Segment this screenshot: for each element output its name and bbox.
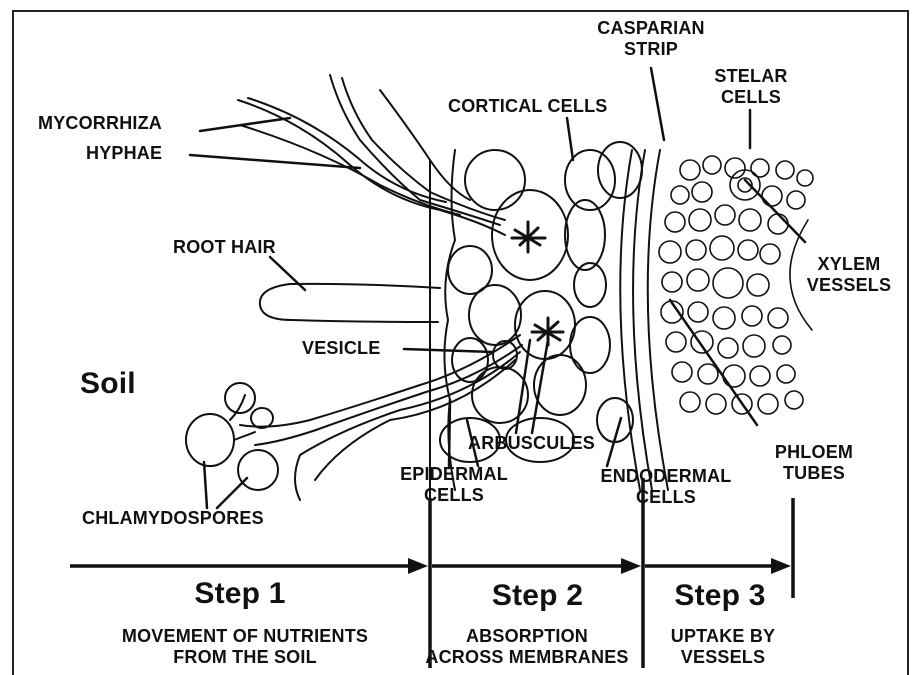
label-stelar-line2: CELLS (705, 87, 797, 108)
label-cortical-cells: CORTICAL CELLS (448, 96, 607, 117)
step-2-description: ABSORPTION ACROSS MEMBRANES (394, 626, 660, 668)
label-stelar-cells: STELAR CELLS (705, 66, 797, 108)
label-epidermal-line1: EPIDERMAL (384, 464, 524, 485)
step-3-line1: UPTAKE BY (648, 626, 798, 647)
root-hair-outline (260, 284, 440, 322)
label-casparian-line2: STRIP (588, 39, 714, 60)
label-vesicle: VESICLE (302, 338, 380, 359)
label-stelar-line1: STELAR (705, 66, 797, 87)
step-3-description: UPTAKE BY VESSELS (648, 626, 798, 668)
step-1-title: Step 1 (140, 577, 340, 611)
label-endodermal-line1: ENDODERMAL (580, 466, 752, 487)
label-xylem-vessels: XYLEM VESSELS (800, 254, 898, 296)
step-3-title: Step 3 (645, 579, 795, 613)
label-hyphae: HYPHAE (86, 143, 162, 164)
label-xylem-line1: XYLEM (800, 254, 898, 275)
label-epidermal-cells: EPIDERMAL CELLS (384, 464, 524, 506)
label-casparian-line1: CASPARIAN (588, 18, 714, 39)
chlamydospores-drawing (186, 383, 278, 490)
endodermis-bands (620, 150, 668, 490)
step-2-title: Step 2 (430, 579, 645, 613)
label-xylem-line2: VESSELS (800, 275, 898, 296)
label-endodermal-line2: CELLS (580, 487, 752, 508)
label-mycorrhiza: MYCORRHIZA (38, 113, 162, 134)
label-chlamydospores: CHLAMYDOSPORES (82, 508, 264, 529)
label-phloem-tubes: PHLOEM TUBES (758, 442, 870, 484)
step-1-line1: MOVEMENT OF NUTRIENTS (60, 626, 430, 647)
step-3-line2: VESSELS (648, 647, 798, 668)
label-phloem-line2: TUBES (758, 463, 870, 484)
step-1-line2: FROM THE SOIL (60, 647, 430, 668)
label-root-hair: ROOT HAIR (173, 237, 276, 258)
step-2-line2: ACROSS MEMBRANES (394, 647, 660, 668)
label-phloem-line1: PHLOEM (758, 442, 870, 463)
stele-cells-drawing (659, 156, 813, 414)
label-soil: Soil (80, 367, 136, 401)
step-2-line1: ABSORPTION (394, 626, 660, 647)
label-endodermal-cells: ENDODERMAL CELLS (580, 466, 752, 508)
step-1-description: MOVEMENT OF NUTRIENTS FROM THE SOIL (60, 626, 430, 668)
label-casparian-strip: CASPARIAN STRIP (588, 18, 714, 60)
label-epidermal-line2: CELLS (384, 485, 524, 506)
label-arbuscules: ARBUSCULES (468, 433, 595, 454)
